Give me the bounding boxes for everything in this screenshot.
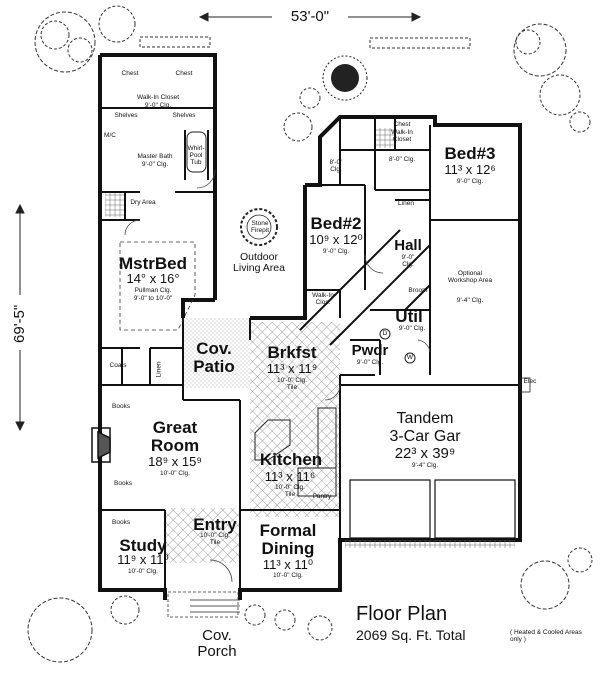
mstr-bed-clg1: Pullman Clg. bbox=[134, 287, 172, 294]
coats-label: Coats bbox=[109, 362, 127, 369]
overall-depth-label: 69'-5" bbox=[11, 304, 29, 343]
landscape-shrubs bbox=[27, 5, 593, 663]
dryer-label: D bbox=[382, 330, 388, 337]
study-clg: 10'-0" Clg. bbox=[128, 568, 158, 575]
overall-width-label: 53'-0" bbox=[290, 8, 330, 25]
mstr-bed-clg2: 9'-0" to 10'-0" bbox=[133, 295, 173, 302]
depth-dimension-line bbox=[15, 203, 25, 432]
util-clg: 9'-0" Clg. bbox=[398, 325, 426, 332]
stone-firepit-symbol bbox=[240, 208, 278, 246]
walk-in-clos-bed2: Walk-In Clos. bbox=[312, 292, 334, 306]
kitchen-clg: 10'-0" Clg. Tile bbox=[275, 484, 305, 498]
walk-in-closet-label: Walk-In Closet bbox=[136, 94, 180, 101]
great-room-clg: 10'-0" Clg. bbox=[160, 470, 190, 477]
util-name: Util bbox=[395, 307, 423, 326]
chest-bed3-label: Chest bbox=[393, 121, 411, 128]
interior-walls bbox=[100, 107, 520, 590]
garage-name1: Tandem bbox=[396, 410, 454, 427]
kitchen-name: Kitchen bbox=[259, 450, 323, 469]
garage-name2: 3-Car Gar bbox=[389, 428, 461, 445]
study-name: Study bbox=[119, 536, 167, 555]
bath-b-clg: 8'-0" Clg. bbox=[388, 156, 416, 163]
workshop-clg: 9'-4" Clg. bbox=[456, 297, 484, 304]
great-room-size: 18⁹ x 15⁹ bbox=[148, 454, 202, 469]
garage-clg: 9'-4" Clg. bbox=[411, 462, 439, 469]
brkfst-name: Brkfst bbox=[267, 343, 317, 362]
pwdr-clg: 9'-0" Clg. bbox=[356, 359, 384, 366]
hall-name: Hall bbox=[394, 237, 422, 254]
elec-label: Elec bbox=[523, 378, 537, 385]
whirlpool-label: Whirl-Pool Tub bbox=[187, 145, 205, 166]
exterior-walls bbox=[98, 53, 522, 600]
bath-a-clg: 8'-0" Clg. bbox=[329, 159, 343, 173]
pantry-label: Pantry bbox=[312, 493, 332, 500]
master-bath-label: Master Bath bbox=[137, 153, 173, 160]
pullman-ceiling-outline bbox=[119, 241, 196, 331]
shelves-right-label: Shelves bbox=[172, 112, 196, 119]
study-size: 11⁹ x 11⁰ bbox=[117, 552, 169, 567]
garage-size: 22³ x 39⁹ bbox=[394, 445, 456, 462]
firepit-label: Stone Firepit bbox=[250, 220, 270, 234]
dry-area-label: Dry Area bbox=[130, 199, 156, 206]
cov-patio-label: Cov. Patio bbox=[193, 339, 235, 376]
entry-clg: 10'-0" Clg. Tile bbox=[200, 532, 230, 546]
bed2-name: Bed#2 bbox=[310, 214, 362, 233]
chest-right-label: Chest bbox=[175, 70, 193, 77]
fireplace-symbol bbox=[91, 427, 111, 463]
outdoor-living-label: Outdoor Living Area bbox=[233, 251, 285, 275]
dark-shrub bbox=[322, 55, 368, 101]
bed3-name: Bed#3 bbox=[444, 144, 496, 163]
linen-mstr-label: Linen bbox=[155, 361, 163, 378]
entry-name: Entry bbox=[193, 515, 237, 534]
hall-clg: 9'-0" Clg. bbox=[401, 254, 415, 268]
mstr-bed-size: 14° x 16° bbox=[126, 271, 180, 286]
great-room-name: Great Room bbox=[150, 418, 200, 455]
cov-porch-label: Cov. Porch bbox=[197, 627, 237, 660]
formal-dining-name: Formal Dining bbox=[259, 521, 317, 558]
master-bath-clg: 9'-0" Clg. bbox=[141, 161, 169, 168]
walk-in-closet-clg: 9'-0" Clg. bbox=[144, 102, 172, 109]
bed2-clg: 9'-0" Clg. bbox=[322, 248, 350, 255]
bed2-size: 10⁹ x 12⁰ bbox=[309, 232, 363, 247]
books-label-2: Books bbox=[114, 480, 133, 487]
washer-label: W bbox=[406, 354, 414, 361]
garage-doors bbox=[349, 479, 516, 539]
plan-title: Floor Plan bbox=[356, 603, 448, 625]
plan-note: ( Heated & Cooled Areas only ) bbox=[510, 629, 582, 643]
walk-in-closet-bed3: Walk-In Closet bbox=[391, 129, 413, 143]
width-dimension-line bbox=[198, 12, 422, 22]
formal-dining-size: 11³ x 11⁰ bbox=[262, 557, 314, 572]
books-label-3: Books bbox=[112, 519, 131, 526]
bed3-clg: 9'-0" Clg. bbox=[456, 178, 484, 185]
shelves-left-label: Shelves bbox=[114, 112, 138, 119]
mc-label: M/C bbox=[104, 132, 116, 139]
linen-hall-label: Linen bbox=[398, 200, 414, 207]
mstr-bed-name: MstrBed bbox=[118, 254, 188, 273]
chest-left-label: Chest bbox=[121, 70, 139, 77]
broom-label: Broom bbox=[408, 287, 428, 294]
brkfst-clg: 10'-0" Clg. Tile bbox=[277, 377, 307, 391]
brkfst-size: 11³ x 11⁹ bbox=[266, 361, 318, 376]
pwdr-name: Pwdr bbox=[351, 342, 389, 359]
kitchen-size: 11³ x 11⁶ bbox=[264, 469, 316, 484]
bed3-size: 11³ x 12⁶ bbox=[444, 162, 496, 177]
plan-total: 2069 Sq. Ft. Total bbox=[356, 627, 466, 643]
books-label-1: Books bbox=[112, 403, 131, 410]
workshop-name: Optional Workshop Area bbox=[447, 270, 493, 284]
formal-dining-clg: 10'-0" Clg. bbox=[273, 572, 303, 579]
